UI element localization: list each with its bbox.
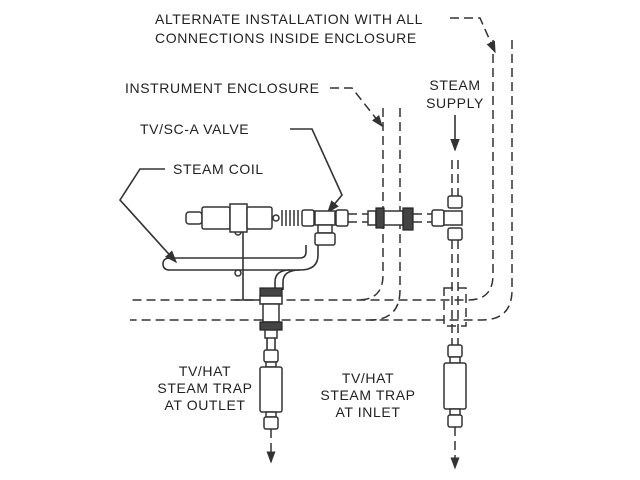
mounting-bracket <box>235 228 262 301</box>
label-steam-coil: STEAM COIL <box>173 161 264 177</box>
inlet-pipe <box>451 240 459 345</box>
steam-coil <box>162 245 319 290</box>
alt-union-outline <box>443 287 467 327</box>
bulkhead-union <box>367 207 414 231</box>
supply-pipe <box>348 213 370 223</box>
bellows <box>281 210 299 226</box>
label-steam-supply-1: STEAM <box>429 77 480 93</box>
label-trap-outlet-3: AT OUTLET <box>164 397 245 413</box>
supply-pipe <box>413 213 432 223</box>
supply-riser <box>451 160 459 196</box>
label-steam-supply-2: SUPPLY <box>426 95 484 111</box>
steam-trap-inlet <box>443 344 467 428</box>
tv-sc-a-valve <box>185 203 349 246</box>
label-trap-outlet-1: TV/HAT <box>179 363 231 379</box>
label-trap-inlet-3: AT INLET <box>336 404 401 420</box>
instrument-enclosure-outline <box>357 108 401 321</box>
leader-alternate <box>450 17 496 54</box>
outlet-bulkhead <box>259 287 283 339</box>
label-alternate-line1: ALTERNATE INSTALLATION WITH ALL <box>155 11 423 27</box>
steam-trap-outlet <box>259 349 283 430</box>
supply-tee <box>431 195 463 241</box>
label-trap-inlet-2: STEAM TRAP <box>320 387 415 403</box>
label-instrument-enclosure: INSTRUMENT ENCLOSURE <box>125 80 320 96</box>
outlet-pipe <box>266 338 276 350</box>
leader-valve <box>290 128 343 214</box>
leader-instrument-enclosure <box>330 87 383 128</box>
bracket-bolt <box>234 269 242 277</box>
alternate-enclosure-outline <box>130 40 513 321</box>
leader-steam-coil <box>118 168 178 264</box>
label-trap-inlet-1: TV/HAT <box>342 370 394 386</box>
label-valve: TV/SC-A VALVE <box>140 121 249 137</box>
label-alternate-line2: CONNECTIONS INSIDE ENCLOSURE <box>155 30 417 46</box>
label-trap-outlet-2: STEAM TRAP <box>157 380 252 396</box>
